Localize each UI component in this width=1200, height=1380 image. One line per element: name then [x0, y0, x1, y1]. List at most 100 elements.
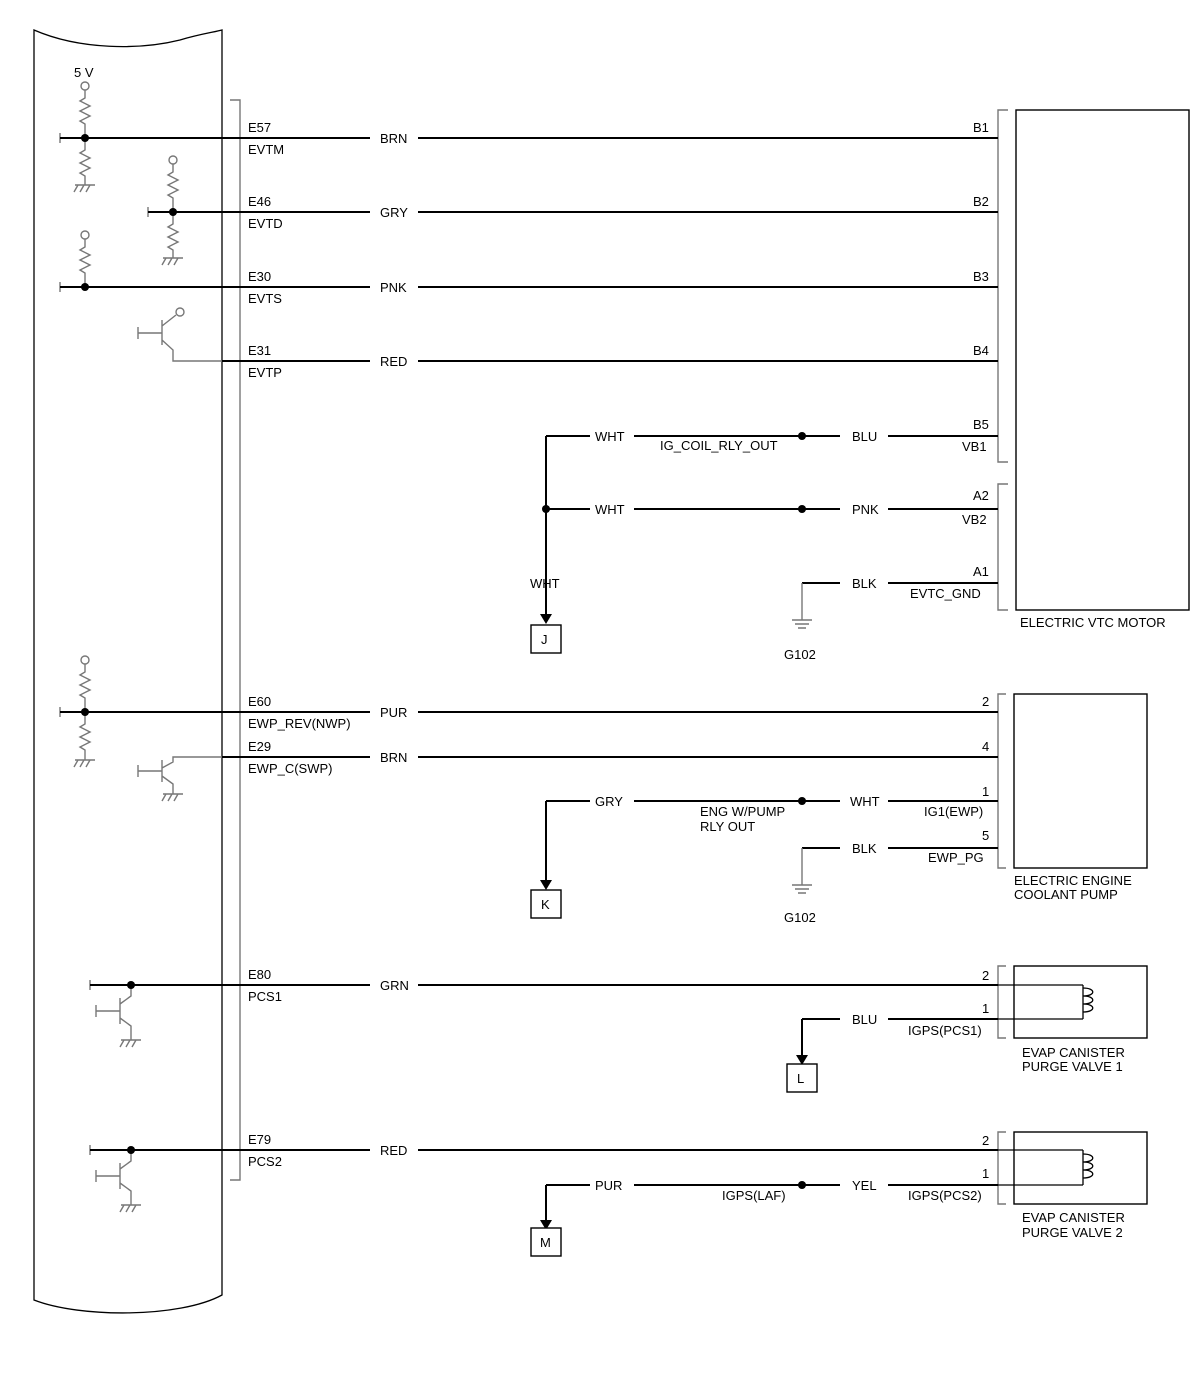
pump-ground — [792, 847, 998, 894]
vtc-connector-b-bracket — [997, 109, 1008, 463]
vtc-power-feed — [540, 432, 998, 624]
wire-color-pur: PUR — [380, 705, 407, 720]
e29-transistor — [137, 756, 222, 802]
wire-color-gry: GRY — [380, 205, 408, 220]
pump-ground-color: BLK — [852, 841, 877, 856]
vtc-ground — [792, 582, 998, 629]
vtc-pin-b3: B3 — [973, 269, 989, 284]
ecm-signal-evtm: EVTM — [248, 142, 284, 157]
e31-transistor — [137, 307, 222, 362]
pcs1-feed-color: BLU — [852, 1012, 877, 1027]
vtc-connector-a-bracket — [997, 483, 1008, 611]
purge-valve-1-box — [1013, 965, 1148, 1039]
vtc-pin-b2: B2 — [973, 194, 989, 209]
purge-valve-1-coil — [998, 984, 1094, 1020]
ecm-pin-e30: E30 — [248, 269, 271, 284]
e30-pullup-network — [59, 230, 92, 292]
pcs1-terminal: IGPS(PCS1) — [908, 1023, 982, 1038]
ecm-outline — [33, 29, 223, 1314]
pump-terminal-ig1: IG1(EWP) — [924, 804, 983, 819]
e60-bias-network — [59, 655, 95, 768]
coolant-pump-box — [1013, 693, 1148, 869]
pump-pin-5: 5 — [982, 828, 989, 843]
wire-color-brn: BRN — [380, 131, 407, 146]
pump-terminal-ewp-pg: EWP_PG — [928, 850, 984, 865]
connector-k: K — [541, 897, 550, 912]
e79-transistor — [89, 1145, 141, 1213]
vtc-terminal-evtc-gnd: EVTC_GND — [910, 586, 981, 601]
vtc-motor-box — [1015, 109, 1190, 611]
ecm-signal-evtd: EVTD — [248, 216, 283, 231]
connector-k-box — [530, 889, 562, 919]
ecm-connector-bracket — [230, 99, 241, 1181]
junction-dots — [81, 134, 177, 1154]
pcs1-pin-1: 1 — [982, 1001, 989, 1016]
ecm-signal-evts: EVTS — [248, 291, 282, 306]
ecm-signal-evtp: EVTP — [248, 365, 282, 380]
vtc-pin-b4: B4 — [973, 343, 989, 358]
vtc-pin-a2: A2 — [973, 488, 989, 503]
pcs2-pin-1: 1 — [982, 1166, 989, 1181]
wire-color-red-2: RED — [380, 1143, 407, 1158]
wire-color-brn-2: BRN — [380, 750, 407, 765]
pcs1-power-feed — [796, 1018, 998, 1065]
pcs2-left-color: PUR — [595, 1178, 622, 1193]
vtc-motor-label: ELECTRIC VTC MOTOR — [1020, 615, 1166, 630]
vtc-ground-label: G102 — [784, 647, 816, 662]
wire-color-grn: GRN — [380, 978, 409, 993]
coolant-pump-label-1: ELECTRIC ENGINE — [1014, 873, 1132, 888]
purge-valve-2-coil — [998, 1149, 1094, 1186]
pump-connector-bracket — [997, 693, 1006, 869]
ecm-signal-pcs2: PCS2 — [248, 1154, 282, 1169]
wire-color-red: RED — [380, 354, 407, 369]
pump-ground-label: G102 — [784, 910, 816, 925]
vb1-circuit-name: IG_COIL_RLY_OUT — [660, 438, 778, 453]
ewp-right-color: WHT — [850, 794, 880, 809]
wire-color-pnk: PNK — [380, 280, 407, 295]
connector-l: L — [797, 1071, 804, 1086]
purge-valve-1-label-1: EVAP CANISTER — [1022, 1045, 1125, 1060]
vb1-right-color: BLU — [852, 429, 877, 444]
ewp-circuit-line1: ENG W/PUMP — [700, 804, 785, 819]
ecm-signal-ewp-rev: EWP_REV(NWP) — [248, 716, 351, 731]
pump-pin-2: 2 — [982, 694, 989, 709]
pcs2-power-feed — [540, 1181, 998, 1230]
ewp-left-color: GRY — [595, 794, 623, 809]
vtc-terminal-vb1: VB1 — [962, 439, 987, 454]
pcs2-circuit-name: IGPS(LAF) — [722, 1188, 786, 1203]
purge-valve-2-label-2: PURGE VALVE 2 — [1022, 1225, 1123, 1240]
ecm-pin-e46: E46 — [248, 194, 271, 209]
pcs2-terminal: IGPS(PCS2) — [908, 1188, 982, 1203]
vtc-terminal-vb2: VB2 — [962, 512, 987, 527]
purge-valve-1-label-2: PURGE VALVE 1 — [1022, 1059, 1123, 1074]
pcs2-connector-bracket — [997, 1131, 1006, 1205]
pump-pin-1: 1 — [982, 784, 989, 799]
supply-voltage-label: 5 V — [74, 65, 94, 80]
pump-pin-4: 4 — [982, 739, 989, 754]
connector-m: M — [540, 1235, 551, 1250]
vtc-pin-b1: B1 — [973, 120, 989, 135]
vb2-right-color: PNK — [852, 502, 879, 517]
j-drop-color: WHT — [530, 576, 560, 591]
ecm-pin-e79: E79 — [248, 1132, 271, 1147]
ecm-signal-ewp-c: EWP_C(SWP) — [248, 761, 333, 776]
ecm-signal-pcs1: PCS1 — [248, 989, 282, 1004]
vtc-pin-a1: A1 — [973, 564, 989, 579]
e80-transistor — [89, 980, 141, 1048]
pcs1-pin-2: 2 — [982, 968, 989, 983]
ecm-pin-e57: E57 — [248, 120, 271, 135]
vb2-left-color: WHT — [595, 502, 625, 517]
signal-wires — [60, 137, 998, 1151]
ecm-pin-e31: E31 — [248, 343, 271, 358]
connector-m-box — [530, 1227, 562, 1257]
connector-j: J — [541, 632, 548, 647]
purge-valve-2-label-1: EVAP CANISTER — [1022, 1210, 1125, 1225]
pcs2-pin-2: 2 — [982, 1133, 989, 1148]
vb1-left-color: WHT — [595, 429, 625, 444]
purge-valve-2-box — [1013, 1131, 1148, 1205]
coolant-pump-label-2: COOLANT PUMP — [1014, 887, 1118, 902]
ecm-pin-e80: E80 — [248, 967, 271, 982]
vtc-ground-color: BLK — [852, 576, 877, 591]
ecm-pin-e29: E29 — [248, 739, 271, 754]
